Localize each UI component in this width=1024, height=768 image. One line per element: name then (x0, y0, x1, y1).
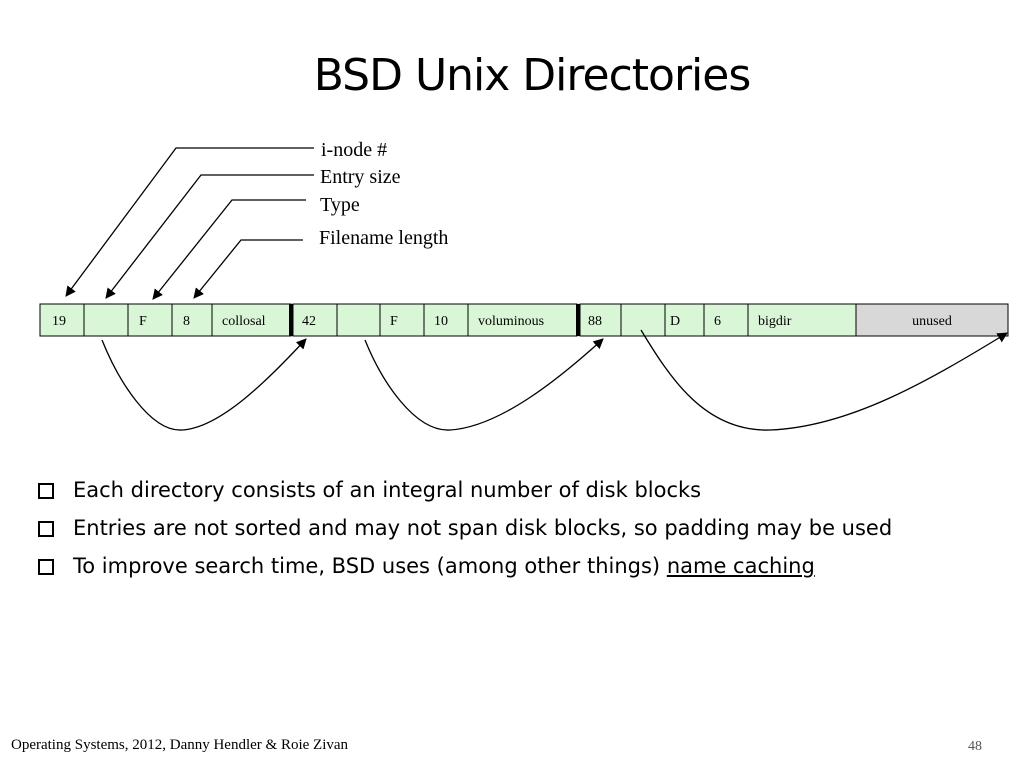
checkbox-bullet-icon (38, 483, 54, 499)
checkbox-bullet-icon (38, 559, 54, 575)
label-type: Type (320, 194, 360, 216)
cell-box (127, 303, 173, 337)
pointer-arrow-3 (640, 329, 1008, 431)
footer-text: Operating Systems, 2012, Danny Hendler &… (11, 737, 349, 753)
cell-box (171, 303, 213, 337)
cell-box (39, 303, 85, 337)
cell-inode-1: 19 (52, 314, 66, 329)
name-caching-link[interactable]: name caching (666, 554, 815, 578)
label-filename-length: Filename length (319, 227, 448, 249)
entry-pointers (101, 329, 1008, 431)
cell-box (664, 303, 705, 337)
cell-type-1: F (139, 314, 147, 329)
cell-namelen-1: 8 (183, 314, 190, 329)
cell-box (620, 303, 666, 337)
arrow-filename-length (193, 239, 303, 299)
cell-box (379, 303, 425, 337)
cell-namelen-3: 6 (714, 314, 721, 329)
arrow-entry-size (105, 174, 314, 299)
cell-type-3: D (670, 314, 680, 329)
directory-block: 19 F 8 collosal 42 F 10 voluminous 88 D … (39, 303, 1009, 337)
arrow-inode (65, 147, 314, 297)
bullet-item: To improve search time, BSD uses (among … (36, 551, 936, 582)
cell-box (703, 303, 749, 337)
slide-title: BSD Unix Directories (313, 50, 752, 101)
bullet-text: To improve search time, BSD uses (among … (73, 554, 667, 578)
label-inode: i-node # (321, 139, 387, 161)
cell-name-3: bigdir (758, 314, 792, 329)
cell-box (336, 303, 381, 337)
cell-name-1: collosal (222, 314, 266, 329)
checkbox-bullet-icon (38, 521, 54, 537)
cell-box (211, 303, 292, 337)
cell-box (423, 303, 469, 337)
arrow-type (152, 199, 306, 300)
bullet-text: Each directory consists of an integral n… (73, 478, 702, 502)
cell-namelen-2: 10 (434, 314, 448, 329)
cell-box (292, 303, 338, 337)
directory-diagram: i-node # Entry size Type Filename length… (39, 139, 1009, 431)
cell-unused (855, 303, 1009, 337)
cell-name-2: voluminous (478, 314, 544, 329)
cell-type-2: F (390, 314, 398, 329)
label-entry-size: Entry size (320, 166, 401, 188)
bullet-item: Entries are not sorted and may not span … (36, 513, 936, 544)
bullet-text: Entries are not sorted and may not span … (73, 516, 893, 540)
bullet-item: Each directory consists of an integral n… (36, 475, 936, 506)
page-number: 48 (968, 739, 982, 754)
label-arrows (65, 147, 314, 300)
pointer-arrow-2 (364, 338, 604, 431)
bullet-list: Each directory consists of an integral n… (36, 475, 936, 589)
cell-inode-2: 42 (302, 314, 316, 329)
pointer-arrow-1 (101, 338, 307, 431)
cell-inode-3: 88 (588, 314, 602, 329)
cell-unused-label: unused (912, 314, 952, 329)
cell-box (83, 303, 129, 337)
